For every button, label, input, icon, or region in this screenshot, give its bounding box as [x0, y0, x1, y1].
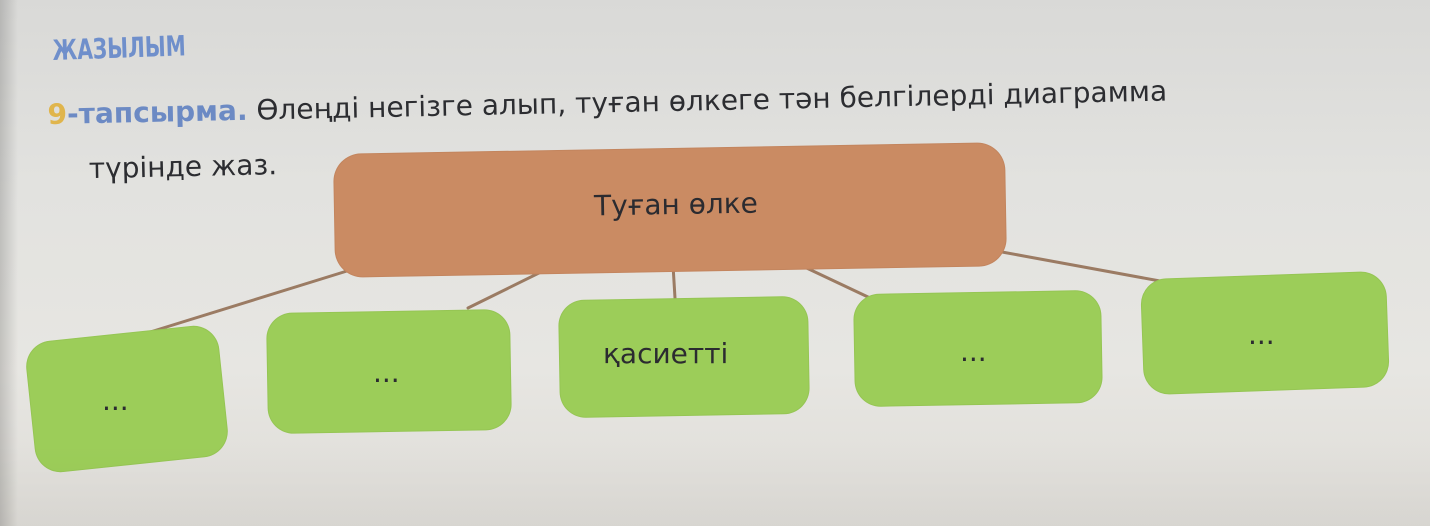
- child-node-2-label: ...: [373, 356, 400, 389]
- child-node-5-label: ...: [1248, 318, 1275, 351]
- connector-line-1: [145, 269, 349, 335]
- child-node-3-label: қасиетті: [603, 337, 729, 370]
- child-node-1-label: ...: [102, 384, 129, 417]
- page-bottom-fade: [0, 442, 1430, 526]
- page-edge-shadow: [0, 0, 18, 526]
- connector-line-2: [466, 268, 547, 310]
- root-node-label: Туған өлке: [593, 186, 759, 223]
- connector-line-5: [1000, 250, 1162, 283]
- child-node-4-label: ...: [960, 335, 987, 368]
